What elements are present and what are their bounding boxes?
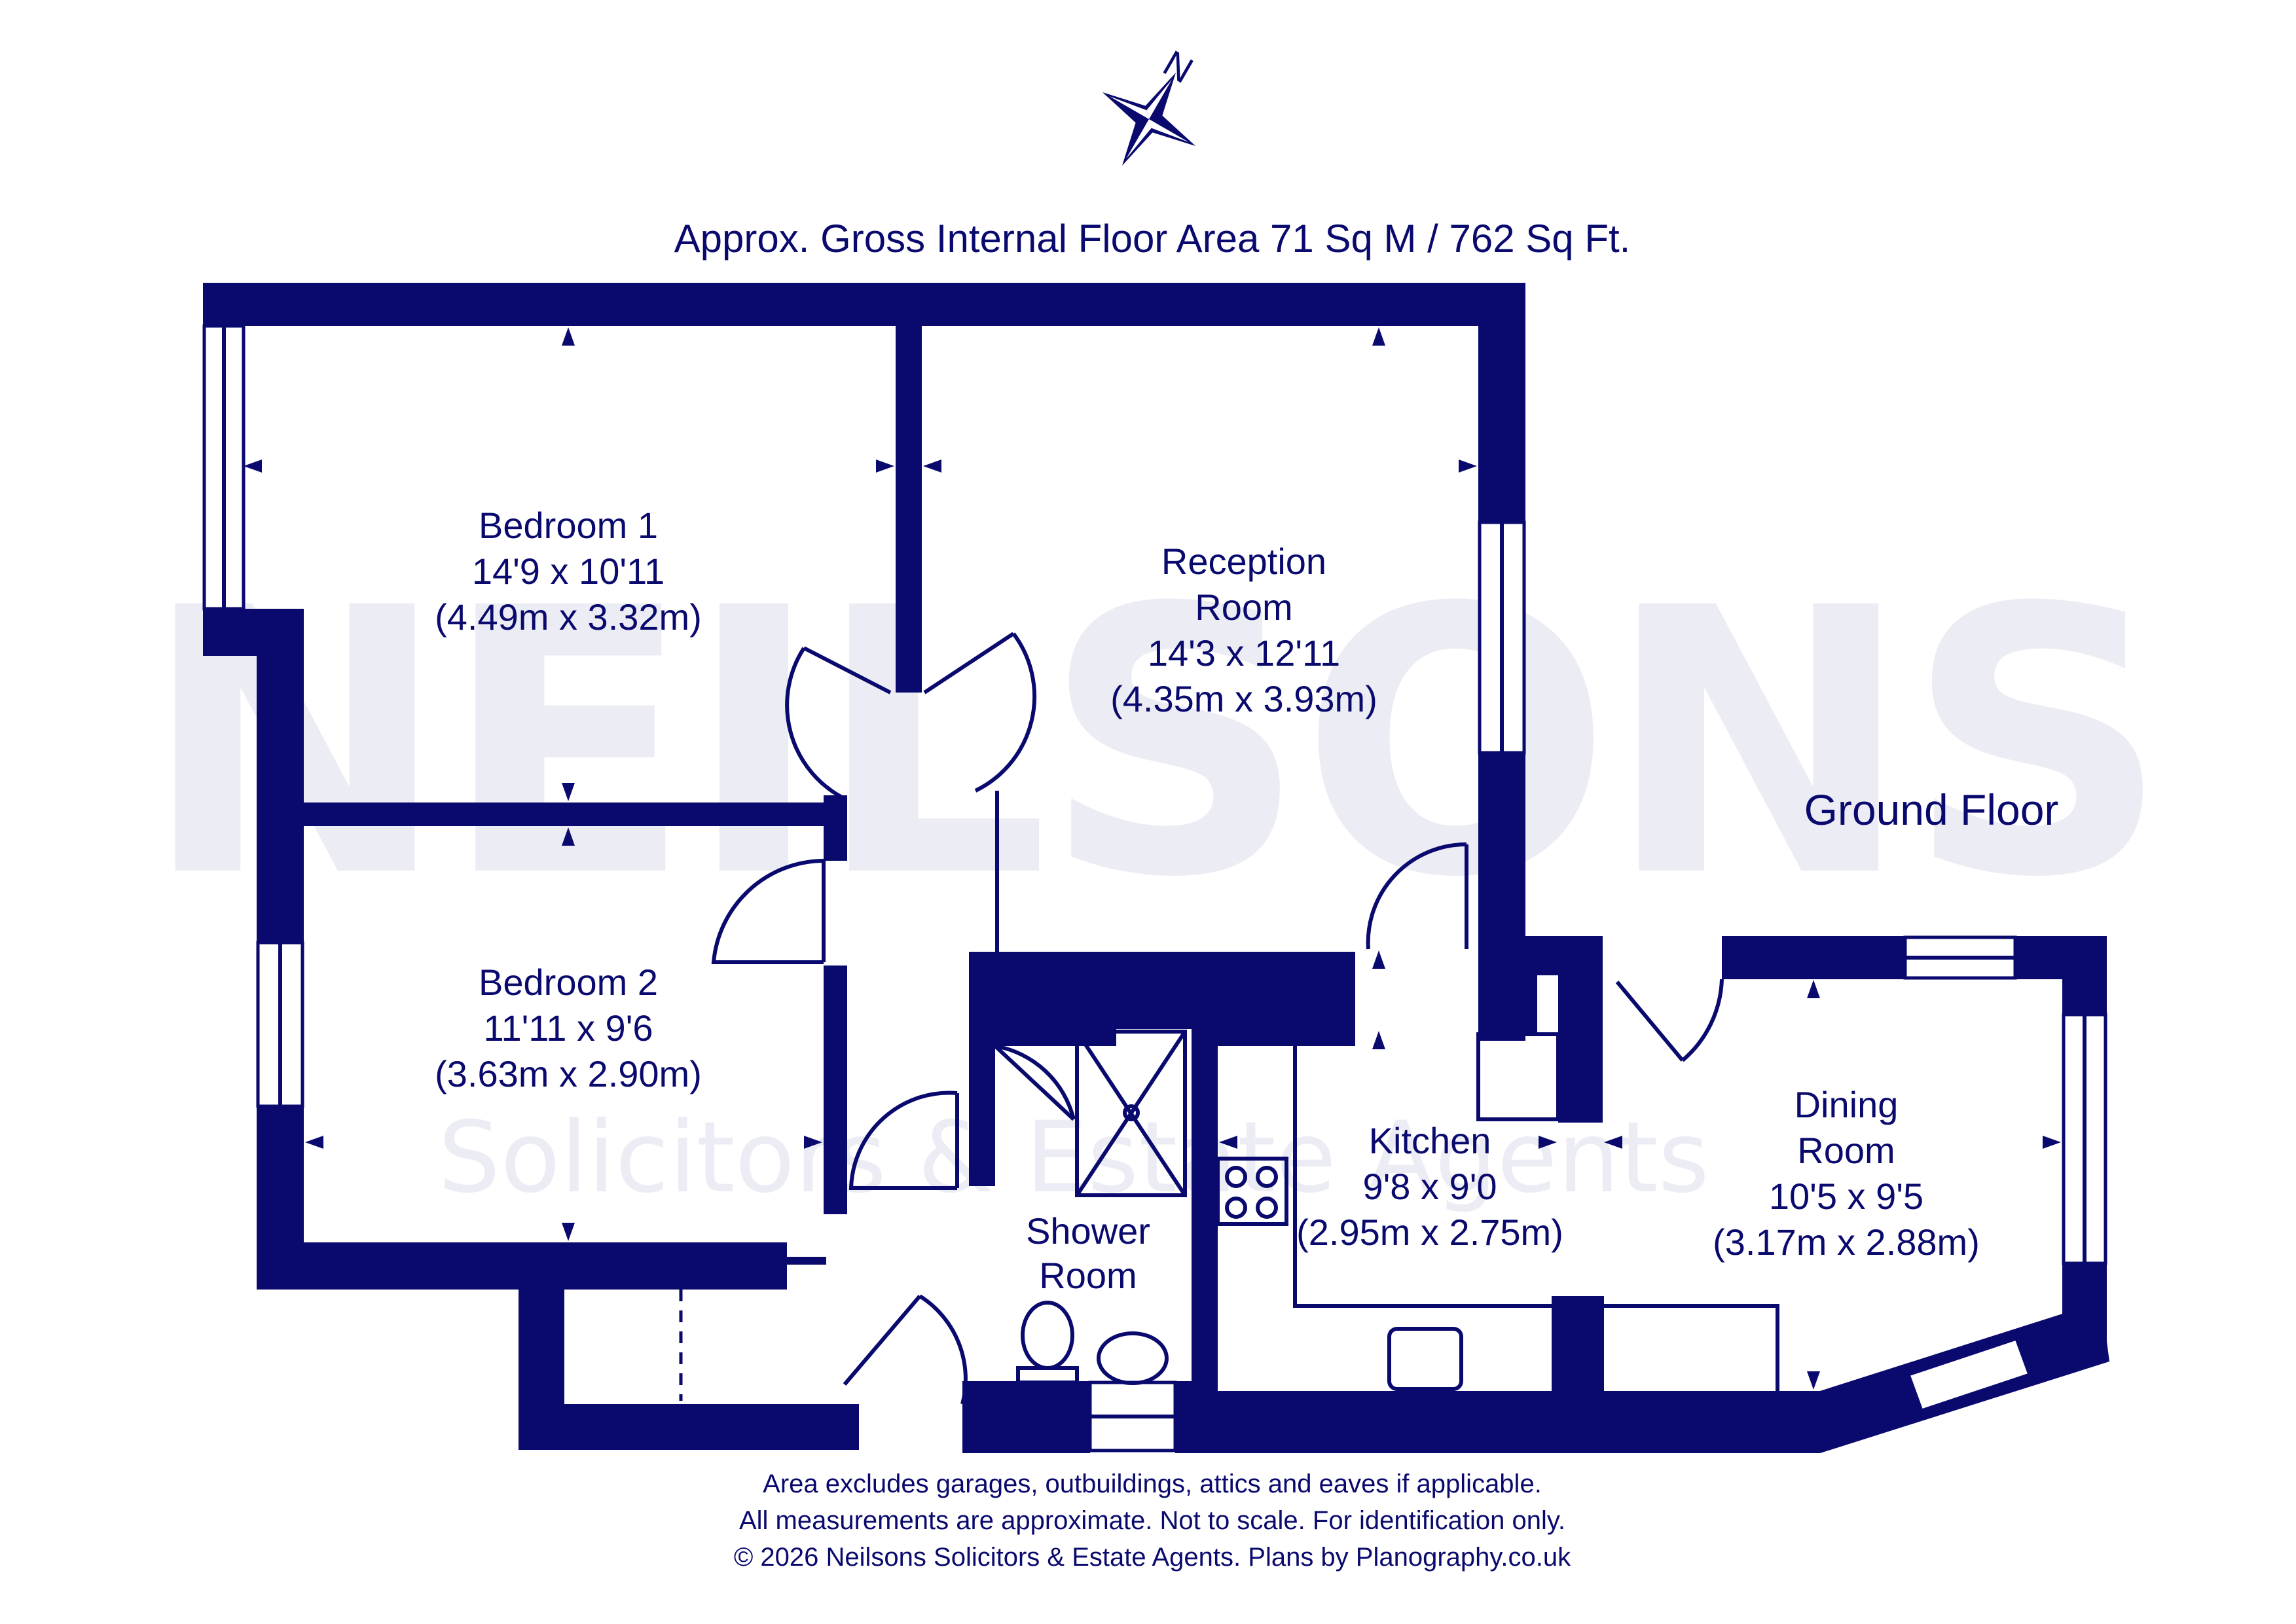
floor-label: Ground Floor xyxy=(1804,785,2059,834)
room-size-imperial: 14'9 x 10'11 xyxy=(472,550,665,592)
area-title: Approx. Gross Internal Floor Area 71 Sq … xyxy=(674,217,1631,261)
room-size-metric: (4.35m x 3.93m) xyxy=(1110,678,1377,719)
room-name-line1: Dining xyxy=(1795,1084,1899,1125)
room-size-imperial: 11'11 x 9'6 xyxy=(483,1007,653,1049)
room-size-metric: (3.63m x 2.90m) xyxy=(435,1053,702,1094)
room-reception: Reception Room 14'3 x 12'11 (4.35m x 3.9… xyxy=(1110,541,1377,719)
dimension-arrows xyxy=(244,327,2061,1390)
compass-north-letter: N xyxy=(1156,42,1200,91)
room-bedroom-1: Bedroom 1 14'9 x 10'11 (4.49m x 3.32m) xyxy=(435,505,702,638)
room-size-metric: (4.49m x 3.32m) xyxy=(435,596,702,638)
footer-notes: Area excludes garages, outbuildings, att… xyxy=(734,1470,1571,1572)
windows xyxy=(202,324,2107,1453)
room-dining: Dining Room 10'5 x 9'5 (3.17m x 2.88m) xyxy=(1713,1084,1980,1263)
room-size-metric: (3.17m x 2.88m) xyxy=(1713,1221,1980,1263)
room-bedroom-2: Bedroom 2 11'11 x 9'6 (3.63m x 2.90m) xyxy=(435,962,702,1094)
room-name: Bedroom 2 xyxy=(479,962,658,1003)
room-name-line2: Room xyxy=(1039,1255,1137,1296)
room-name-line1: Reception xyxy=(1161,541,1326,582)
footer-line-1: Area excludes garages, outbuildings, att… xyxy=(763,1470,1542,1498)
footer-line-3: © 2026 Neilsons Solicitors & Estate Agen… xyxy=(734,1543,1571,1572)
room-name-line1: Shower xyxy=(1026,1210,1150,1252)
room-name: Bedroom 1 xyxy=(479,505,658,546)
watermark-brand: NEILSONS xyxy=(141,531,2163,958)
room-name: Kitchen xyxy=(1369,1120,1491,1161)
room-name-line2: Room xyxy=(1195,586,1292,628)
fittings xyxy=(679,632,1779,1405)
room-size-imperial: 9'8 x 9'0 xyxy=(1362,1166,1497,1207)
room-size-metric: (2.95m x 2.75m) xyxy=(1296,1212,1563,1253)
room-kitchen: Kitchen 9'8 x 9'0 (2.95m x 2.75m) xyxy=(1296,1120,1563,1253)
room-shower: Shower Room xyxy=(1026,1210,1150,1296)
footer-line-2: All measurements are approximate. Not to… xyxy=(739,1506,1565,1535)
room-size-imperial: 10'5 x 9'5 xyxy=(1769,1176,1923,1217)
north-compass-icon xyxy=(1102,72,1196,166)
room-name-line2: Room xyxy=(1797,1130,1895,1171)
room-size-imperial: 14'3 x 12'11 xyxy=(1148,632,1340,674)
